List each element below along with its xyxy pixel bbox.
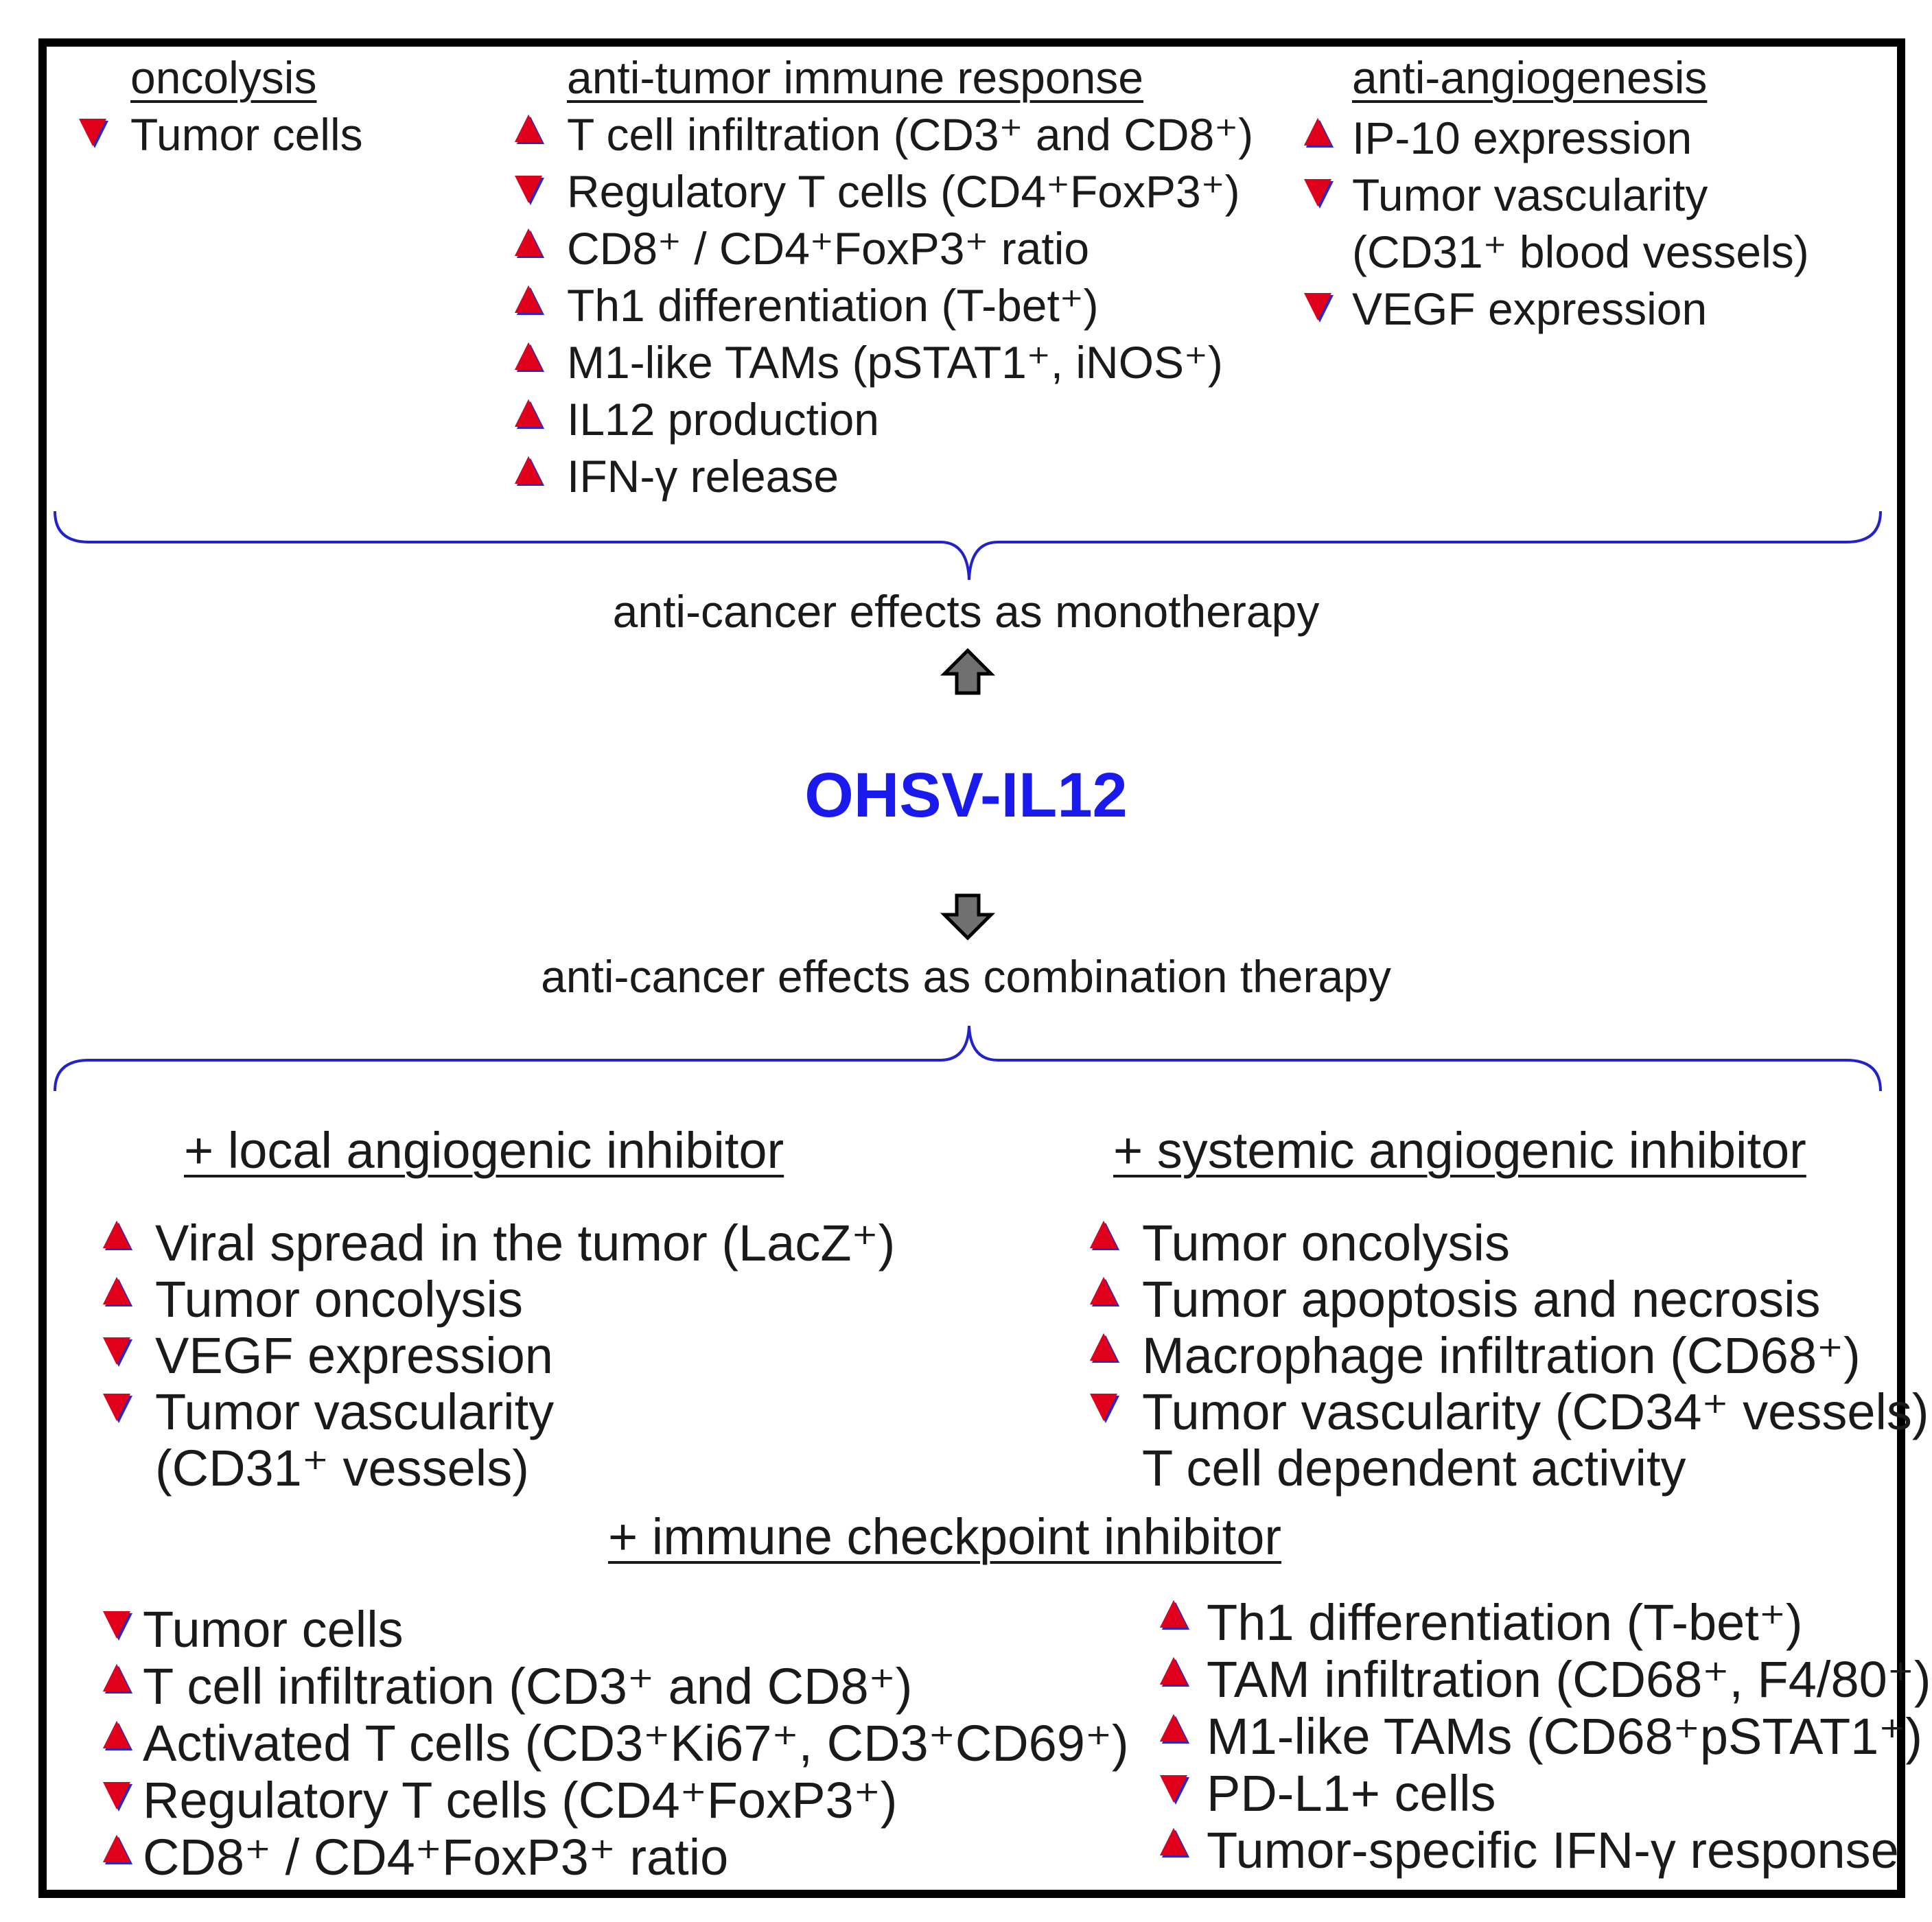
increase-arrow-icon [1160, 1600, 1187, 1628]
increase-arrow-icon [515, 285, 542, 313]
list-item: Tumor vascularity (CD34⁺ vessels) [1142, 1383, 1929, 1440]
combination-bracket [54, 1025, 1882, 1092]
local-inhibitor-heading: + local angiogenic inhibitor [184, 1122, 784, 1179]
list-item: M1-like TAMs (pSTAT1⁺, iNOS⁺) [567, 337, 1223, 388]
list-item: Tumor oncolysis [1142, 1215, 1510, 1271]
list-item: (CD31⁺ blood vessels) [1352, 226, 1809, 277]
list-item: Th1 differentiation (T-bet⁺) [567, 280, 1099, 331]
checkpoint-inhibitor-heading: + immune checkpoint inhibitor [608, 1508, 1282, 1565]
list-item: Tumor apoptosis and necrosis [1142, 1271, 1821, 1328]
monotherapy-label: anti-cancer effects as monotherapy [612, 586, 1320, 637]
list-item: CD8⁺ / CD4⁺FoxP3⁺ ratio [143, 1829, 729, 1886]
increase-arrow-icon [515, 399, 542, 427]
increase-arrow-icon [103, 1221, 130, 1248]
increase-arrow-icon [103, 1664, 130, 1691]
systemic-inhibitor-heading: + systemic angiogenic inhibitor [1113, 1122, 1806, 1179]
list-item: Tumor vascularity [155, 1383, 555, 1440]
list-item: Regulatory T cells (CD4⁺FoxP3⁺) [567, 166, 1240, 217]
decrease-arrow-icon [1304, 179, 1331, 207]
list-item: Activated T cells (CD3⁺Ki67⁺, CD3⁺CD69⁺) [143, 1715, 1129, 1772]
increase-arrow-icon [1160, 1714, 1187, 1742]
monotherapy-bracket [54, 511, 1882, 581]
block-arrow-up-icon [940, 648, 996, 695]
list-item: Tumor oncolysis [155, 1271, 523, 1328]
decrease-arrow-icon [103, 1611, 130, 1639]
list-item: T cell infiltration (CD3⁺ and CD8⁺) [143, 1658, 913, 1715]
increase-arrow-icon [103, 1277, 130, 1304]
increase-arrow-icon [1160, 1657, 1187, 1685]
increase-arrow-icon [1090, 1277, 1117, 1304]
list-item: T cell dependent activity [1142, 1440, 1686, 1497]
increase-arrow-icon [103, 1721, 130, 1748]
increase-arrow-icon [103, 1835, 130, 1862]
decrease-arrow-icon [103, 1337, 130, 1365]
list-item: Tumor cells [143, 1601, 404, 1658]
list-item: Tumor-specific IFN-γ response [1207, 1822, 1899, 1879]
list-item: Tumor vascularity [1352, 169, 1708, 220]
decrease-arrow-icon [103, 1394, 130, 1421]
list-item: VEGF expression [1352, 283, 1708, 334]
list-item: CD8⁺ / CD4⁺FoxP3⁺ ratio [567, 223, 1090, 274]
increase-arrow-icon [1090, 1333, 1117, 1361]
increase-arrow-icon [515, 456, 542, 484]
list-item: Viral spread in the tumor (LacZ⁺) [155, 1215, 896, 1271]
ohsv-il12-title: OHSV-IL12 [804, 760, 1128, 830]
increase-arrow-icon [1090, 1221, 1117, 1248]
decrease-arrow-icon [1090, 1394, 1117, 1421]
increase-arrow-icon [515, 115, 542, 142]
list-item: VEGF expression [155, 1327, 553, 1384]
decrease-arrow-icon [103, 1782, 130, 1809]
list-item: IP-10 expression [1352, 113, 1692, 163]
increase-arrow-icon [1160, 1828, 1187, 1855]
list-item: Macrophage infiltration (CD68⁺) [1142, 1327, 1861, 1384]
decrease-arrow-icon [79, 119, 106, 146]
list-item: (CD31⁺ vessels) [155, 1440, 529, 1497]
increase-arrow-icon [1304, 118, 1331, 145]
list-item: Tumor cells [130, 109, 363, 160]
anti-angiogenesis-heading: anti-angiogenesis [1352, 52, 1708, 103]
list-item: T cell infiltration (CD3⁺ and CD8⁺) [567, 109, 1254, 160]
list-item: IFN-γ release [567, 451, 839, 502]
increase-arrow-icon [515, 342, 542, 370]
list-item: IL12 production [567, 394, 880, 445]
diagram-frame [38, 38, 1905, 1898]
list-item: Th1 differentiation (T-bet⁺) [1207, 1594, 1803, 1651]
list-item: PD-L1+ cells [1207, 1765, 1496, 1822]
increase-arrow-icon [515, 228, 542, 256]
block-arrow-down-icon [940, 893, 996, 941]
oncolysis-heading: oncolysis [130, 52, 317, 103]
combination-label: anti-cancer effects as combination thera… [541, 951, 1391, 1002]
decrease-arrow-icon [1304, 293, 1331, 320]
immune-response-heading: anti-tumor immune response [567, 52, 1144, 103]
list-item: M1-like TAMs (CD68⁺pSTAT1⁺) [1207, 1708, 1923, 1765]
decrease-arrow-icon [1160, 1775, 1187, 1803]
decrease-arrow-icon [515, 176, 542, 203]
list-item: Regulatory T cells (CD4⁺FoxP3⁺) [143, 1772, 898, 1829]
list-item: TAM infiltration (CD68⁺, F4/80⁺) [1207, 1651, 1931, 1708]
